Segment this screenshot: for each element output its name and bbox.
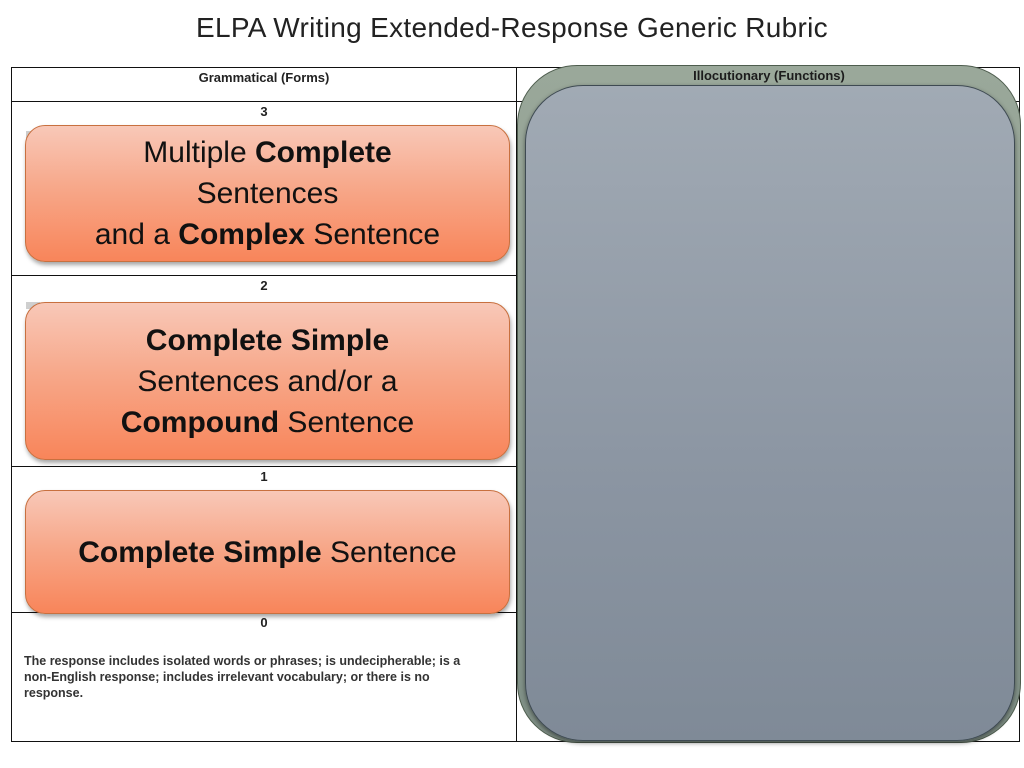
callout-2-text-sentence: Sentence bbox=[279, 405, 415, 439]
score-0-label: 0 bbox=[260, 615, 268, 630]
column-header-grammatical: Grammatical (Forms) bbox=[198, 70, 330, 85]
score-0-description: The response includes isolated words or … bbox=[24, 654, 461, 700]
callout-3-text-and-a: and a bbox=[94, 218, 179, 251]
row-divider bbox=[12, 275, 516, 276]
callout-score-2: Complete Simple Sentences and/or a Compo… bbox=[25, 302, 510, 460]
callout-3-text-complex: Complex bbox=[178, 218, 305, 251]
callout-2-text-complete-simple: Complete Simple bbox=[145, 323, 390, 357]
row-divider bbox=[12, 466, 516, 467]
callout-3-text-sentence: Sentence bbox=[305, 218, 441, 251]
callout-1-text-sentence: Sentence bbox=[321, 535, 457, 569]
callout-score-3: Multiple Complete Sentences and a Comple… bbox=[25, 125, 510, 262]
callout-1-text-complete-simple: Complete Simple bbox=[78, 535, 322, 569]
illocutionary-cover-front bbox=[525, 85, 1015, 741]
header-divider bbox=[12, 101, 1019, 102]
callout-2-text-compound: Compound bbox=[120, 405, 280, 439]
score-3-label: 3 bbox=[260, 104, 268, 119]
score-2-label: 2 bbox=[260, 278, 268, 293]
rubric-table: Grammatical (Forms) 3 2 1 0 The response… bbox=[11, 67, 1020, 742]
callout-3-text-complete: Complete bbox=[255, 136, 392, 169]
callout-2-text-sentences-and-or: Sentences and/or a bbox=[137, 364, 398, 398]
column-header-illocutionary: Illocutionary (Functions) bbox=[693, 68, 845, 83]
score-1-label: 1 bbox=[260, 469, 268, 484]
callout-3-text-multiple: Multiple bbox=[143, 136, 255, 169]
page-title: ELPA Writing Extended-Response Generic R… bbox=[196, 12, 828, 43]
column-divider bbox=[516, 68, 517, 741]
callout-score-1: Complete Simple Sentence bbox=[25, 490, 510, 614]
callout-3-text-sentences: Sentences bbox=[196, 177, 339, 210]
